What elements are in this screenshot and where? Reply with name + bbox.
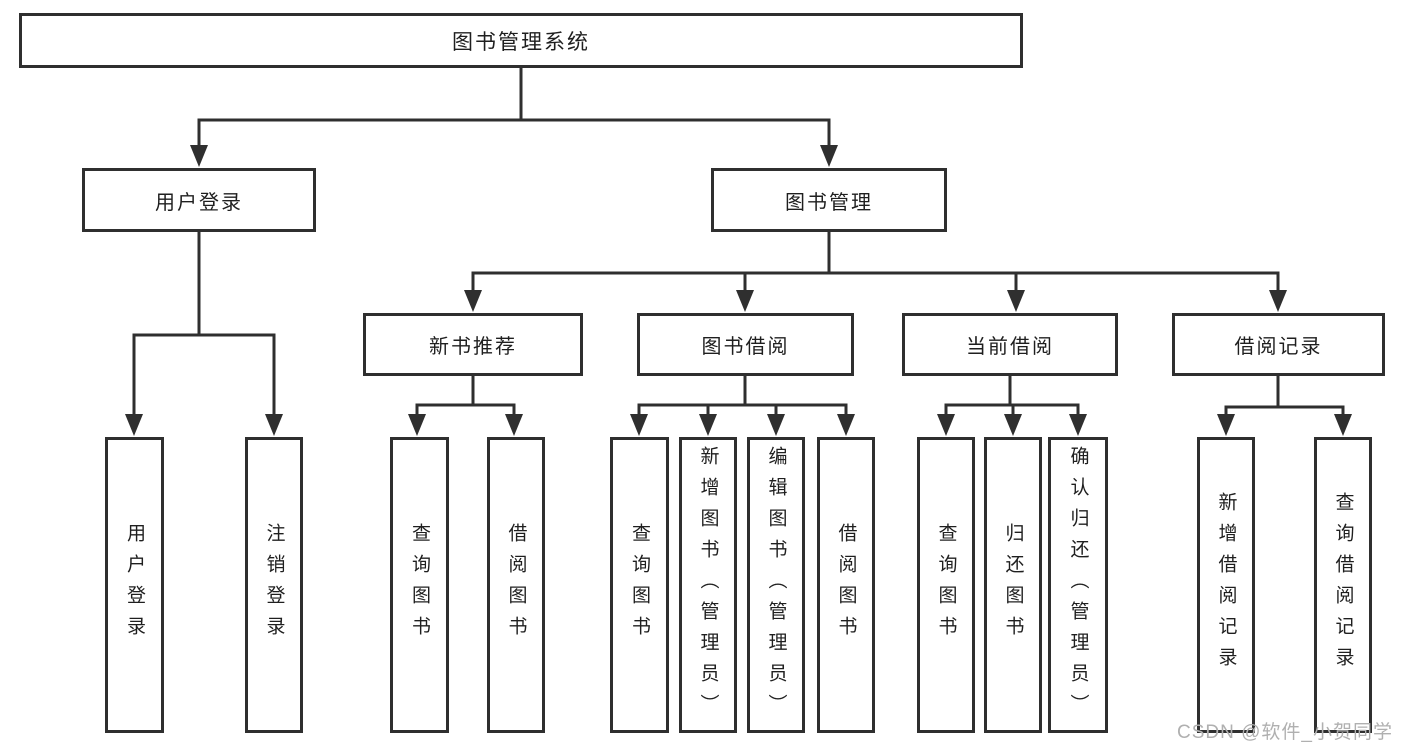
node-label: 归还图书 (1002, 523, 1024, 647)
arrowhead (265, 414, 283, 436)
node-book-management: 图书管理 (711, 168, 947, 232)
node-label: 查询借阅记录 (1332, 492, 1354, 678)
csdn-watermark: CSDN @软件_小贺同学 (1177, 722, 1393, 743)
arrowhead (1069, 414, 1087, 436)
arrowhead (820, 145, 838, 167)
arrowhead (837, 414, 855, 436)
node-label: 新增借阅记录 (1215, 492, 1237, 678)
node-label: 借阅图书 (505, 523, 527, 647)
node-label: 新书推荐 (429, 336, 517, 358)
node-add-books-admin: 新增图书（管理员） (679, 437, 737, 733)
node-query-books-current: 查询图书 (917, 437, 975, 733)
node-label: 查询图书 (935, 523, 957, 647)
node-add-borrow-record: 新增借阅记录 (1197, 437, 1255, 733)
arrowhead (505, 414, 523, 436)
node-edit-books-admin: 编辑图书（管理员） (747, 437, 805, 733)
node-new-book-recommend: 新书推荐 (363, 313, 583, 376)
node-label: 图书借阅 (701, 336, 790, 358)
node-user-login-leaf: 用户登录 (105, 437, 164, 733)
node-label: 用户登录 (124, 523, 145, 647)
node-borrowing-records: 借阅记录 (1172, 313, 1385, 376)
arrowhead (190, 145, 208, 167)
node-borrow-books-leaf: 借阅图书 (817, 437, 875, 733)
arrowhead (464, 290, 482, 312)
node-label: 查询图书 (409, 523, 430, 647)
node-label: 图书管理系统 (452, 30, 590, 54)
arrowhead (1334, 414, 1352, 436)
connector-fill-group (125, 66, 1352, 436)
arrowhead (1217, 414, 1235, 436)
connector-stroke-group (125, 66, 1352, 436)
node-label: 当前借阅 (966, 336, 1054, 358)
node-label: 新增图书（管理员） (697, 445, 719, 725)
node-query-books-recommend: 查询图书 (390, 437, 449, 733)
node-label: 用户登录 (155, 191, 243, 214)
arrowhead (767, 414, 785, 436)
node-confirm-return-admin: 确认归还（管理员） (1048, 437, 1108, 733)
connector-borrow-records-group (1224, 374, 1345, 419)
arrowhead (1007, 290, 1025, 312)
node-label: 查询图书 (629, 523, 650, 647)
arrowhead (1269, 290, 1287, 312)
arrowhead (736, 290, 754, 312)
node-return-books: 归还图书 (984, 437, 1042, 733)
node-label: 图书管理 (785, 191, 873, 214)
node-label: 编辑图书（管理员） (765, 445, 787, 725)
node-current-borrowing: 当前借阅 (902, 313, 1118, 376)
connector-book-borrow-group (637, 374, 848, 419)
arrowhead (125, 414, 143, 436)
node-query-borrow-record: 查询借阅记录 (1314, 437, 1372, 733)
arrowhead (699, 414, 717, 436)
node-label: 确认归还（管理员） (1067, 445, 1089, 725)
node-label: 借阅记录 (1234, 336, 1323, 358)
node-borrow-books-recommend: 借阅图书 (487, 437, 545, 733)
node-logout-leaf: 注销登录 (245, 437, 303, 733)
connector-book-mgmt-to-l3 (471, 230, 1280, 295)
node-query-books-borrow: 查询图书 (610, 437, 669, 733)
node-library-system: 图书管理系统 (19, 13, 1023, 68)
node-label: 注销登录 (263, 523, 285, 647)
arrowhead (1004, 414, 1022, 436)
arrowhead (408, 414, 426, 436)
node-label: 借阅图书 (835, 523, 857, 647)
node-user-login: 用户登录 (82, 168, 316, 232)
connector-new-book-rec-group (415, 374, 516, 419)
arrowhead (630, 414, 648, 436)
connector-current-borrow-group (944, 374, 1080, 419)
connector-root-to-l2 (197, 66, 831, 150)
arrowhead (937, 414, 955, 436)
node-book-borrowing: 图书借阅 (637, 313, 854, 376)
connector-user-login-group (132, 230, 276, 419)
